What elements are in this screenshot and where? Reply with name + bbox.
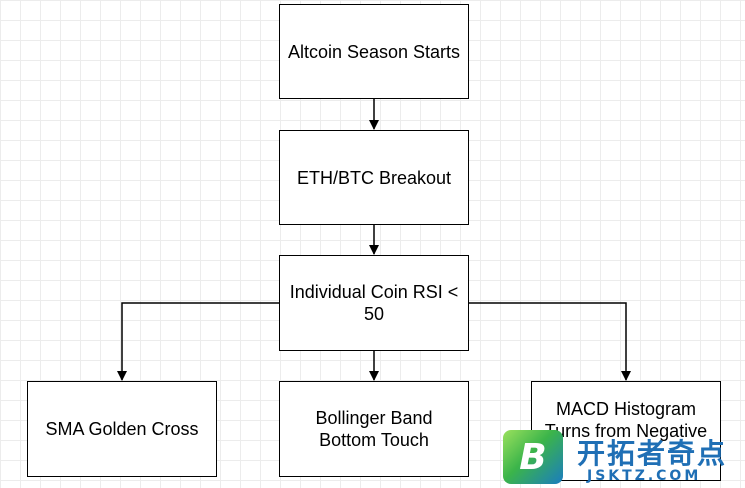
node-bollinger-band-label: Bollinger Band Bottom Touch	[315, 407, 432, 451]
watermark-subtitle: JSKTZ.COM	[587, 468, 702, 484]
watermark-title: 开拓者奇点	[577, 437, 728, 470]
watermark-logo-letter: B	[519, 436, 547, 478]
node-altcoin-season[interactable]: Altcoin Season Starts	[279, 4, 469, 99]
node-macd-label-line2: Turns from Negative	[544, 421, 708, 441]
edge-rsi-to-sma	[117, 302, 279, 381]
node-rsi-label-line1: Individual Coin RSI <	[289, 282, 459, 302]
node-macd-histogram-label: MACD Histogram Turns from Negative	[545, 398, 707, 442]
node-sma-golden-cross[interactable]: SMA Golden Cross	[27, 381, 217, 477]
node-bollinger-label-line1: Bollinger Band	[315, 408, 433, 428]
node-rsi[interactable]: Individual Coin RSI < 50	[279, 255, 469, 351]
node-eth-btc-breakout-label: ETH/BTC Breakout	[296, 167, 452, 188]
node-bollinger-band[interactable]: Bollinger Band Bottom Touch	[279, 381, 469, 477]
node-sma-golden-cross-label: SMA Golden Cross	[45, 419, 199, 439]
node-rsi-label-line2: 50	[363, 304, 385, 324]
node-altcoin-season-label: Altcoin Season Starts	[287, 41, 461, 62]
node-eth-btc-breakout[interactable]: ETH/BTC Breakout	[279, 130, 469, 225]
watermark: B 开拓者奇点 JSKTZ.COM	[503, 430, 745, 488]
watermark-logo-icon	[503, 430, 563, 484]
edge-rsi-to-macd	[469, 302, 631, 381]
node-rsi-label: Individual Coin RSI < 50	[290, 281, 459, 325]
node-bollinger-label-line2: Bottom Touch	[319, 430, 429, 450]
node-macd-label-line1: MACD Histogram	[555, 399, 696, 419]
